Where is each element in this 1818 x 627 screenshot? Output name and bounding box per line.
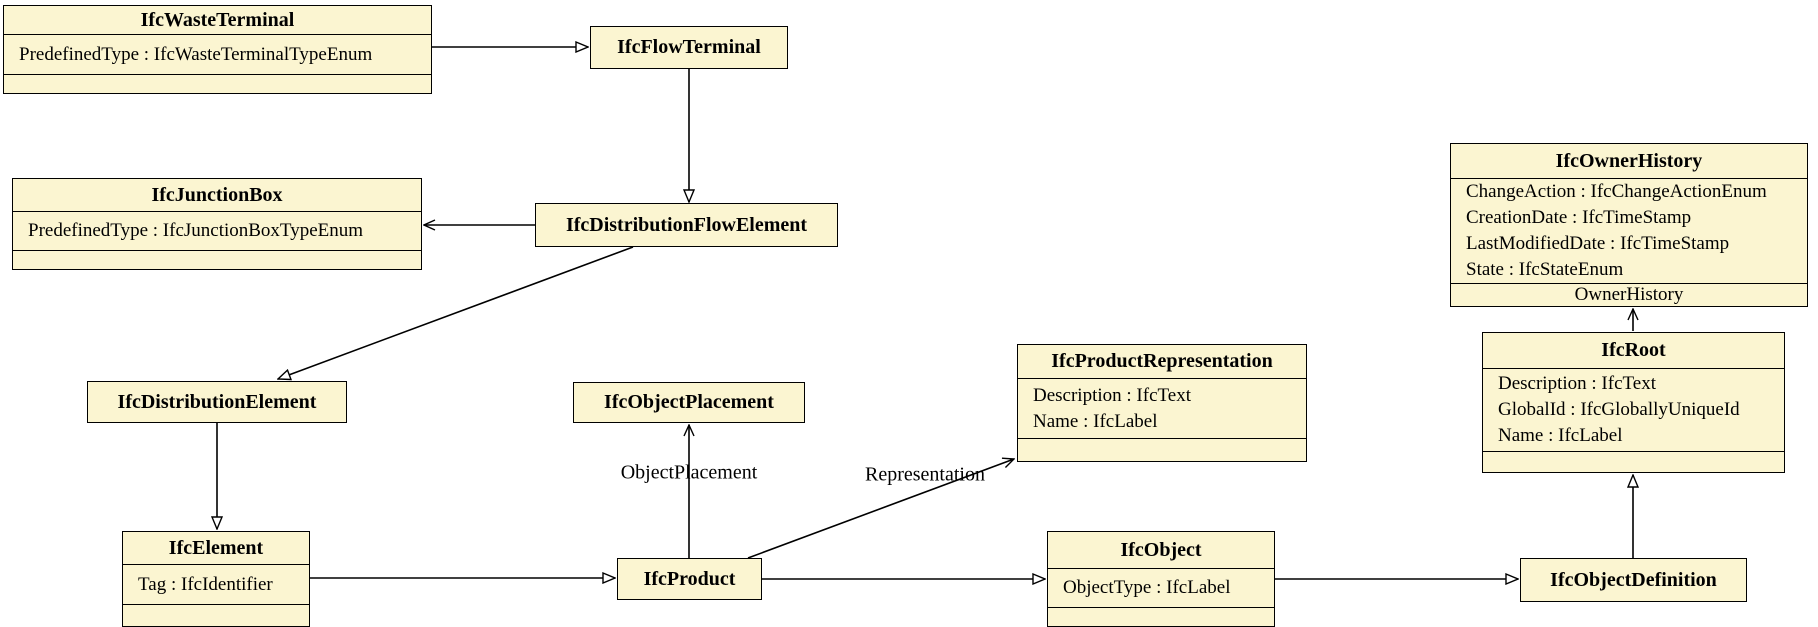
edge-label-representation: Representation bbox=[865, 463, 985, 486]
class-attribute: CreationDate : IfcTimeStamp bbox=[1466, 207, 1692, 228]
class-title: IfcObjectDefinition bbox=[1550, 568, 1717, 591]
class-attribute: GlobalId : IfcGloballyUniqueId bbox=[1498, 399, 1740, 420]
class-box-ifcproductrepresentation[interactable]: IfcProductRepresentation Description : I… bbox=[1017, 344, 1307, 462]
class-box-ifcdistributionflowelement[interactable]: IfcDistributionFlowElement bbox=[535, 203, 838, 247]
class-box-ifcflowterminal[interactable]: IfcFlowTerminal bbox=[590, 26, 788, 69]
class-box-ifcroot[interactable]: IfcRoot Description : IfcText GlobalId :… bbox=[1482, 332, 1785, 473]
edge-label-objectplacement: ObjectPlacement bbox=[620, 461, 758, 484]
class-box-ifcownerhistory[interactable]: IfcOwnerHistory ChangeAction : IfcChange… bbox=[1450, 143, 1808, 307]
class-footer bbox=[123, 605, 309, 626]
class-box-ifcobjectdefinition[interactable]: IfcObjectDefinition bbox=[1520, 558, 1747, 602]
class-attribute: Tag : IfcIdentifier bbox=[138, 573, 273, 595]
class-footer bbox=[4, 75, 431, 93]
class-title: IfcWasteTerminal bbox=[4, 6, 431, 35]
class-attribute: Name : IfcLabel bbox=[1033, 410, 1158, 432]
class-box-ifcelement[interactable]: IfcElement Tag : IfcIdentifier bbox=[122, 531, 310, 627]
class-attribute: ObjectType : IfcLabel bbox=[1063, 577, 1231, 598]
class-box-ifcobject[interactable]: IfcObject ObjectType : IfcLabel bbox=[1047, 531, 1275, 627]
class-title: IfcObjectPlacement bbox=[604, 391, 774, 413]
class-attribute: PredefinedType : IfcJunctionBoxTypeEnum bbox=[28, 220, 364, 241]
class-footer-ownerhistory-role: OwnerHistory bbox=[1574, 284, 1684, 305]
class-attribute: LastModifiedDate : IfcTimeStamp bbox=[1466, 233, 1730, 254]
class-attribute: Description : IfcText bbox=[1498, 373, 1657, 394]
class-title: IfcProduct bbox=[643, 567, 736, 590]
class-title: IfcRoot bbox=[1483, 333, 1784, 369]
class-title: IfcProductRepresentation bbox=[1018, 345, 1306, 379]
class-box-ifcjunctionbox[interactable]: IfcJunctionBox PredefinedType : IfcJunct… bbox=[12, 178, 422, 270]
class-title: IfcObject bbox=[1048, 532, 1274, 569]
class-box-ifcobjectplacement[interactable]: IfcObjectPlacement bbox=[573, 382, 805, 423]
class-box-ifcdistributionelement[interactable]: IfcDistributionElement bbox=[87, 381, 347, 423]
class-footer bbox=[13, 251, 421, 269]
class-attribute: State : IfcStateEnum bbox=[1466, 259, 1624, 280]
class-title: IfcDistributionFlowElement bbox=[565, 213, 808, 236]
class-attribute: Name : IfcLabel bbox=[1498, 425, 1623, 446]
class-footer bbox=[1018, 439, 1306, 461]
class-attribute: Description : IfcText bbox=[1033, 384, 1192, 406]
class-title: IfcDistributionElement bbox=[117, 390, 317, 413]
class-box-ifcproduct[interactable]: IfcProduct bbox=[617, 558, 762, 600]
class-attribute: ChangeAction : IfcChangeActionEnum bbox=[1466, 181, 1767, 202]
class-footer bbox=[1483, 452, 1784, 472]
class-title: IfcElement bbox=[123, 532, 309, 565]
class-title: IfcOwnerHistory bbox=[1451, 144, 1807, 179]
class-footer bbox=[1048, 608, 1274, 626]
class-attribute: PredefinedType : IfcWasteTerminalTypeEnu… bbox=[19, 43, 373, 65]
class-title: IfcFlowTerminal bbox=[617, 36, 761, 58]
class-box-ifcwasteterminal[interactable]: IfcWasteTerminal PredefinedType : IfcWas… bbox=[3, 5, 432, 94]
class-title: IfcJunctionBox bbox=[13, 179, 421, 212]
